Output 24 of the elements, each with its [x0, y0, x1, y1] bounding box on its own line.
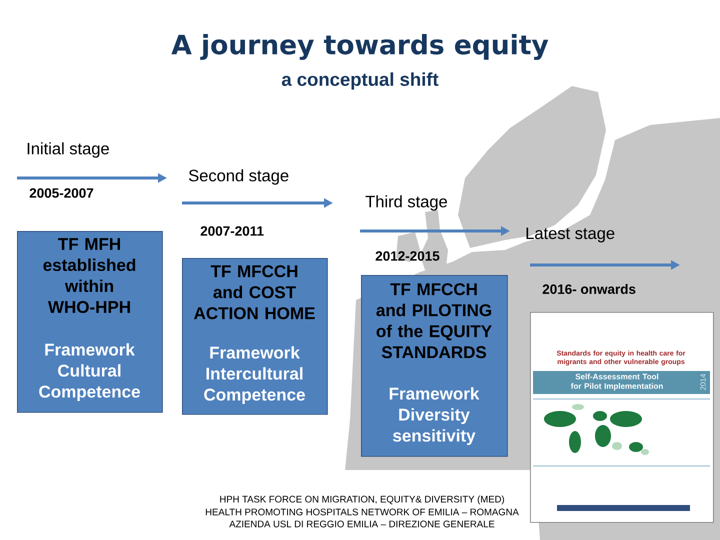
body-text: Framework Diversity sensitivity — [390, 387, 480, 446]
heading-text: TF MFH established within WHO-HPH — [43, 238, 136, 314]
body-text: Framework Cultural Competence — [39, 343, 140, 402]
stage-box — [361, 275, 508, 457]
date-range: 2012-2015 — [376, 251, 440, 261]
date-range: 2007-2011 — [200, 226, 264, 236]
stage-box — [17, 230, 163, 413]
heading-text: TF MFCCH and COST ACTION HOME — [194, 265, 315, 320]
footer-text: AZIENDA USL DI REGGIO EMILIA – DIREZIONE GENERALE — [229, 520, 494, 528]
stage-label: Initial stage — [28, 142, 109, 158]
stage-box — [182, 258, 328, 415]
stage-label: Latest stage — [526, 228, 614, 242]
subtitle: a conceptual shift — [282, 72, 438, 90]
heading-text: TF MFCCH and PILOTING of the EQUITY STANDARDS — [376, 283, 492, 358]
date-range: 2005-2007 — [30, 188, 94, 198]
title: A journey towards equity — [171, 34, 548, 60]
banner-text: Self-Assessment Tool for Pilot Implementation — [570, 374, 663, 390]
footer-text: HPH TASK FORCE ON MIGRATION, EQUITY& DIVERSITY (MED) — [220, 496, 504, 504]
stage-label: Second stage — [188, 169, 288, 185]
report-cover — [530, 312, 714, 523]
body-text: Framework Intercultural Competence — [204, 346, 305, 404]
stage-label: Third stage — [366, 195, 447, 211]
date-range: 2016- onwards — [542, 284, 636, 294]
footer-text: HEALTH PROMOTING HOSPITALS NETWORK OF EMILIA – ROMAGNA — [206, 508, 519, 516]
